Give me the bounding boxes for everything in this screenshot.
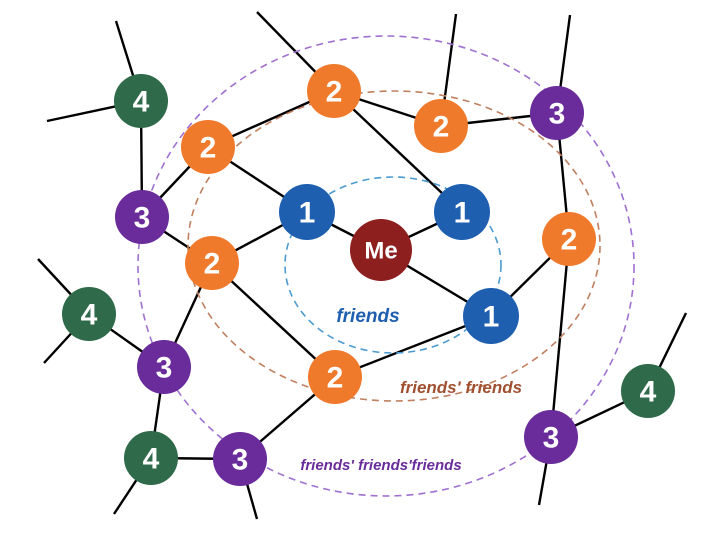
node-circle: [115, 190, 169, 244]
node-circle: [137, 340, 191, 394]
node-circle: [185, 236, 239, 290]
node-l4a: 4: [114, 74, 168, 128]
node-label: 2: [327, 362, 344, 395]
node-l1a: 1: [279, 184, 335, 240]
node-circle: [213, 432, 267, 486]
node-l1b: 1: [434, 184, 490, 240]
node-l3d: 3: [213, 432, 267, 486]
node-label: 2: [204, 248, 221, 281]
node-label: 3: [232, 444, 249, 477]
node-circle: [524, 410, 578, 464]
node-label: 4: [640, 376, 657, 409]
edge-l2d-l2f: [211, 262, 336, 378]
node-label: 2: [561, 224, 578, 257]
node-me: Me: [350, 219, 412, 281]
node-l2b: 2: [181, 120, 235, 174]
friends-friends-friends-ring: [137, 35, 635, 497]
node-circle: [62, 287, 116, 341]
node-circle: [350, 219, 412, 281]
node-label: 1: [454, 197, 471, 230]
node-label: 3: [134, 202, 151, 235]
node-circle: [279, 184, 335, 240]
node-label: Me: [364, 238, 397, 265]
network-nodes: Me 1 1 1 2 2 2 2 2 2 3 3 3 3 3 4 4 4 4: [62, 64, 675, 486]
node-label: 2: [433, 111, 450, 144]
friends-ring: [284, 176, 502, 354]
node-l1c: 1: [463, 288, 519, 344]
node-l2d: 2: [185, 236, 239, 290]
node-label: 4: [133, 86, 150, 119]
node-circle: [308, 350, 362, 404]
node-circle: [530, 86, 584, 140]
node-l2f: 2: [308, 350, 362, 404]
node-l3c: 3: [137, 340, 191, 394]
node-label: 2: [200, 132, 217, 165]
node-circle: [434, 184, 490, 240]
friends-friends-friends-label: friends' friends'friends: [300, 457, 461, 474]
node-l4c: 4: [124, 431, 178, 485]
node-circle: [124, 431, 178, 485]
edge-l1b-l2a: [333, 90, 463, 213]
node-label: 1: [483, 301, 500, 334]
friends-friends-label: friends' friends: [400, 378, 522, 397]
node-circle: [621, 364, 675, 418]
node-circle: [414, 99, 468, 153]
node-label: 3: [549, 98, 566, 131]
node-l3e: 3: [524, 410, 578, 464]
node-l3a: 3: [530, 86, 584, 140]
node-l2a: 2: [307, 64, 361, 118]
node-circle: [181, 120, 235, 174]
friends-friends-ring: [187, 90, 601, 402]
node-label: 2: [326, 76, 343, 109]
node-l4b: 4: [62, 287, 116, 341]
node-label: 1: [299, 197, 316, 230]
node-label: 3: [156, 352, 173, 385]
node-l2e: 2: [542, 212, 596, 266]
node-circle: [114, 74, 168, 128]
node-circle: [542, 212, 596, 266]
node-circle: [307, 64, 361, 118]
node-label: 4: [81, 299, 98, 332]
node-circle: [463, 288, 519, 344]
node-l2c: 2: [414, 99, 468, 153]
friends-label: friends: [336, 306, 399, 327]
node-label: 3: [543, 422, 560, 455]
node-label: 4: [143, 443, 160, 476]
node-l3b: 3: [115, 190, 169, 244]
node-l4d: 4: [621, 364, 675, 418]
